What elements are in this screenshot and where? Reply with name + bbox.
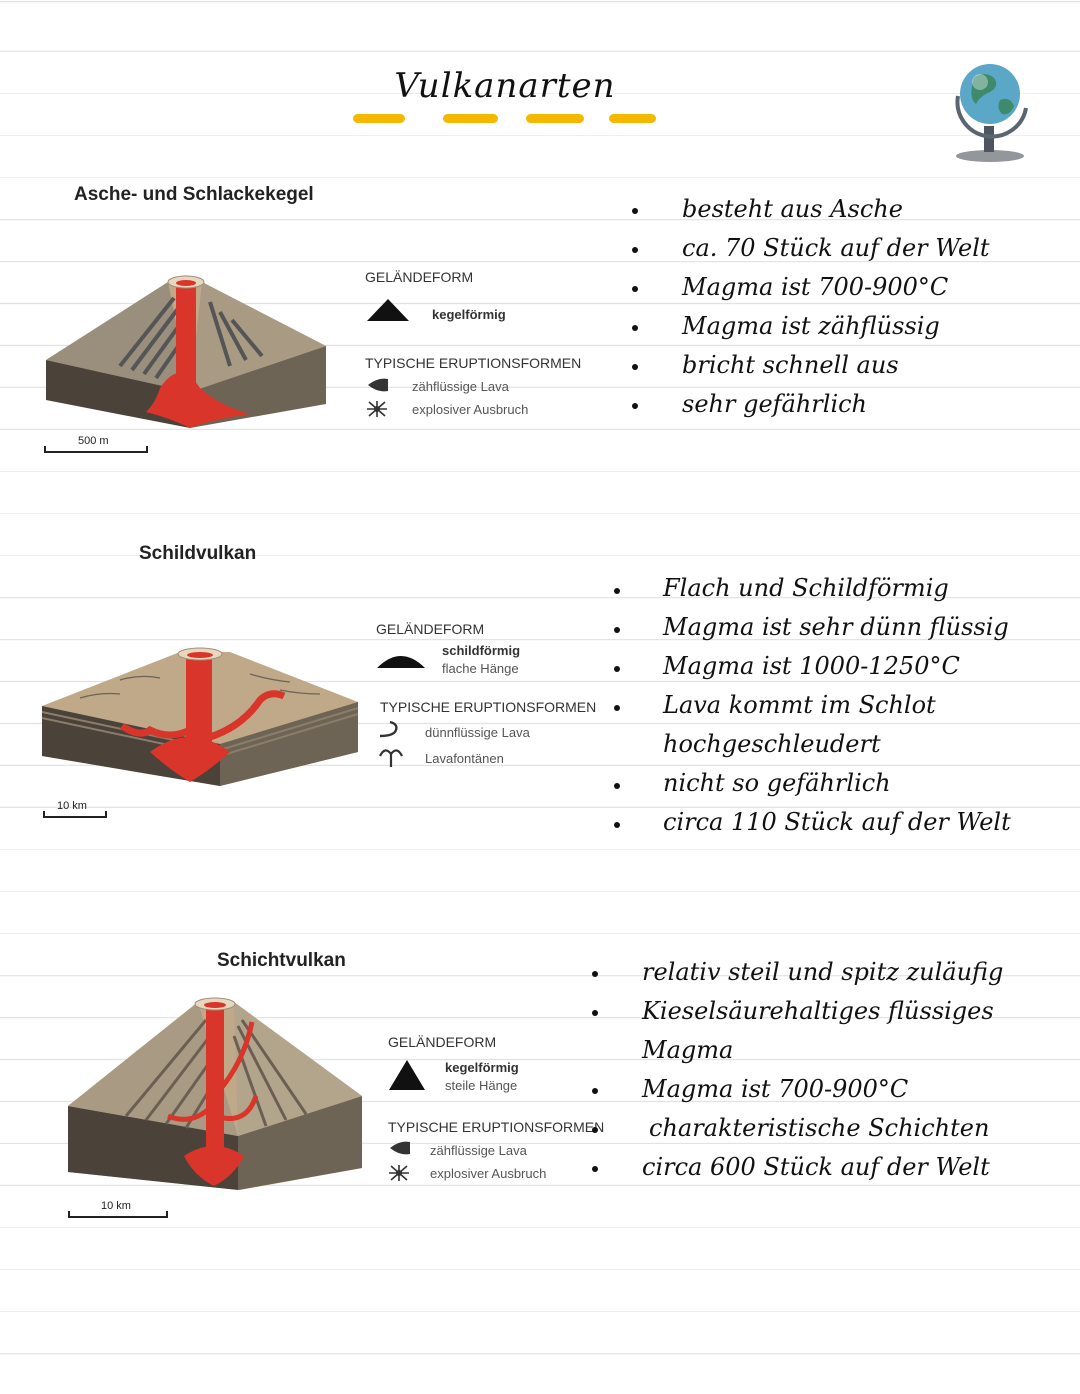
- bullet: [614, 666, 620, 672]
- bullet: [592, 1166, 598, 1172]
- scale-label: 10 km: [101, 1200, 131, 1212]
- terrain-sublabel: steile Hänge: [445, 1078, 518, 1093]
- note-item: ca. 70 Stück auf der Welt: [682, 234, 990, 262]
- page-title: Vulkanarten: [394, 66, 616, 106]
- diagram-title: Asche- und Schlackekegel: [74, 184, 314, 205]
- note-item: Magma ist zähflüssig: [682, 312, 940, 340]
- eruption-type-2: explosiver Ausbruch: [412, 402, 529, 417]
- eruption-type-1: dünnflüssige Lava: [425, 725, 530, 740]
- bullet: [632, 364, 638, 370]
- bullet: [632, 325, 638, 331]
- lava-fountain-icon: [379, 749, 403, 767]
- note-item: Magma ist 700-900°C: [642, 1075, 909, 1103]
- bullet: [632, 286, 638, 292]
- explosion-icon: [367, 401, 387, 417]
- terrain-heading: GELÄNDEFORM: [388, 1034, 497, 1050]
- eruption-heading: TYPISCHE ERUPTIONSFORMEN: [388, 1119, 605, 1135]
- note-item: circa 600 Stück auf der Welt: [642, 1153, 990, 1181]
- note-item: Magma ist 1000-1250°C: [663, 652, 960, 680]
- note-item: hochgeschleudert: [663, 730, 881, 758]
- cinder-cone-diagram: [46, 275, 326, 428]
- eruption-type-2: Lavafontänen: [425, 751, 504, 766]
- scale-label: 500 m: [78, 435, 109, 447]
- eruption-type-1: zähflüssige Lava: [412, 379, 509, 394]
- title-underline: [526, 114, 584, 123]
- bullet: [592, 971, 598, 977]
- bullet: [592, 1088, 598, 1094]
- bullet: [592, 1010, 598, 1016]
- title-underline: [443, 114, 498, 123]
- diagram-title: Schildvulkan: [139, 543, 257, 564]
- bullet: [592, 1127, 598, 1133]
- note-item: Magma ist sehr dünn flüssig: [663, 613, 1009, 641]
- eruption-type-2: explosiver Ausbruch: [430, 1166, 547, 1181]
- note-item: circa 110 Stück auf der Welt: [663, 808, 1011, 836]
- note-item: sehr gefährlich: [682, 390, 868, 418]
- stratovolcano-diagram: [68, 997, 362, 1190]
- bullet: [614, 588, 620, 594]
- viscous-lava-icon: [390, 1141, 410, 1155]
- shield-volcano-diagram: [41, 647, 359, 786]
- scale-bar: [44, 446, 148, 453]
- bullet: [632, 247, 638, 253]
- terrain-sublabel: flache Hänge: [442, 661, 519, 676]
- bullet: [614, 822, 620, 828]
- note-item: Lava kommt im Schlot: [663, 691, 936, 719]
- terrain-label: kegelförmig: [445, 1060, 519, 1075]
- title-underline: [609, 114, 656, 123]
- bullet: [614, 627, 620, 633]
- steep-cone-icon: [389, 1060, 425, 1090]
- note-item: relativ steil und spitz zuläufig: [642, 958, 1004, 986]
- viscous-lava-icon: [368, 378, 388, 392]
- terrain-heading: GELÄNDEFORM: [365, 269, 474, 285]
- note-item: bricht schnell aus: [682, 351, 899, 379]
- globe-icon: [955, 64, 1028, 162]
- eruption-heading: TYPISCHE ERUPTIONSFORMEN: [365, 355, 582, 371]
- eruption-type-1: zähflüssige Lava: [430, 1143, 527, 1158]
- bullet: [632, 403, 638, 409]
- scale-bar: [68, 1211, 168, 1218]
- note-item: Magma ist 700-900°C: [682, 273, 949, 301]
- fluid-lava-icon: [379, 720, 398, 738]
- scale-label: 10 km: [57, 800, 87, 812]
- note-item: Kieselsäurehaltiges flüssiges: [642, 997, 994, 1025]
- explosion-icon: [389, 1165, 409, 1181]
- terrain-label: schildförmig: [442, 643, 521, 658]
- cone-shape-icon: [367, 299, 409, 321]
- note-item: charakteristische Schichten: [649, 1114, 990, 1142]
- diagram-title: Schichtvulkan: [217, 950, 346, 971]
- terrain-heading: GELÄNDEFORM: [376, 621, 485, 637]
- terrain-label: kegelförmig: [432, 307, 506, 322]
- bullet: [632, 208, 638, 214]
- title-underline: [353, 114, 405, 123]
- note-item: Magma: [642, 1036, 734, 1064]
- eruption-heading: TYPISCHE ERUPTIONSFORMEN: [380, 699, 597, 715]
- shield-shape-icon: [377, 656, 425, 668]
- scale-bar: [43, 811, 107, 818]
- bullet: [614, 705, 620, 711]
- note-item: besteht aus Asche: [682, 195, 903, 223]
- bullet: [614, 783, 620, 789]
- note-item: Flach und Schildförmig: [663, 574, 949, 602]
- note-item: nicht so gefährlich: [663, 769, 891, 797]
